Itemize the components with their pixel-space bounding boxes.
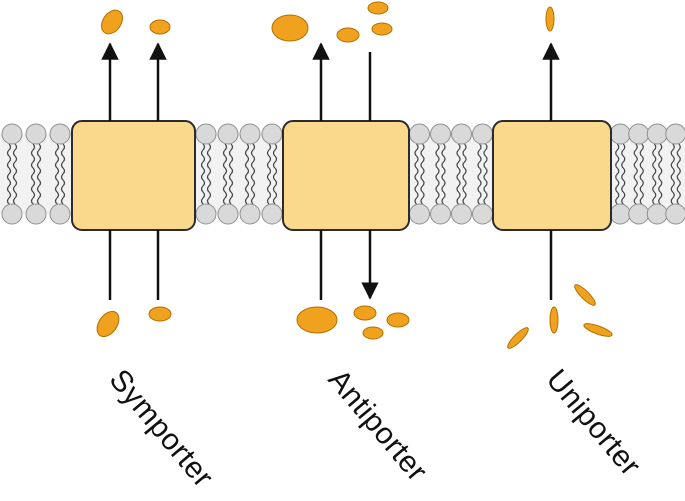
lipid-head-outer [451,123,472,145]
antiporter-solute-small-out-2 [367,1,389,15]
lipid-tail [615,143,620,205]
lipid-head-outer [239,123,261,145]
lipid-tail [12,143,18,205]
lipid-tail [462,143,467,205]
lipid-head-inner [430,203,451,225]
lipid-head-outer [609,123,631,145]
lipid-head-inner [261,203,283,225]
lipid-tail [60,143,66,205]
antiporter-protein [282,120,410,231]
lipid-head-outer [49,123,71,145]
lipid-head-inner [195,203,217,225]
symporter-solute-b-in [148,306,172,322]
lipid-tail [658,143,663,205]
antiporter-solute-big-out [271,14,309,42]
lipid-tail [272,143,278,205]
uniporter-label: Uniporter [540,363,647,482]
uniporter-protein [492,120,612,231]
lipid-head-outer [665,123,685,145]
antiporter-label: Antiporter [322,363,434,488]
lipid-head-outer [628,123,650,145]
arrows [101,42,560,300]
lipid-tail [639,143,644,205]
lipid-tail [30,143,36,205]
lipid-head-inner [25,203,47,225]
lipid-tail [414,143,419,205]
lipid-tail [633,143,638,205]
lipid-tail [206,143,212,205]
symporter-solute-a-out [101,9,123,35]
lipid-tails [6,143,681,205]
antiporter-solute-small-in-2 [362,326,384,340]
lipid-head-inner [239,203,261,225]
lipid-head-outer [1,123,23,145]
lipid-head-outer [430,123,451,145]
antiporter-solute-small-out-1 [336,27,360,43]
lipid-tail [441,143,446,205]
uniporter-solute-in-1 [549,306,559,334]
lipid-tail [244,143,250,205]
lipid-head-inner [665,203,685,225]
lipid-head-inner [451,203,472,225]
symporter-label: Symporter [103,363,220,494]
lipid-heads [1,123,685,225]
lipid-tail [477,143,482,205]
lipid-tail [200,143,206,205]
symporter-solute-a-in [96,310,120,338]
lipid-tail [36,143,42,205]
lipid-head-inner [409,203,430,225]
lipid-tail [54,143,60,205]
lipid-head-inner [49,203,71,225]
lipid-head-inner [628,203,650,225]
antiporter-solute-small-in-3 [386,312,410,328]
lipid-head-outer [25,123,47,145]
lipid-head-inner [646,203,668,225]
lipid-tail [456,143,461,205]
lipid-tail [483,143,488,205]
lipid-tail [266,143,272,205]
lipid-head-outer [217,123,239,145]
lipid-head-inner [1,203,23,225]
lipid-tail [222,143,228,205]
lipid-tail [621,143,626,205]
lipid-tail [676,143,681,205]
antiporter-solute-small-out-3 [371,22,393,36]
lipid-head-outer [261,123,283,145]
lipid-head-outer [472,123,493,145]
lipid-head-inner [609,203,631,225]
lipid-head-outer [409,123,430,145]
antiporter-solute-big-in [296,306,338,334]
lipid-tail [228,143,234,205]
symporter-protein [71,120,196,231]
uniporter-solute-in-3 [574,284,596,306]
lipid-head-outer [195,123,217,145]
lipid-head-inner [472,203,493,225]
lipid-tail [420,143,425,205]
lipid-tail [6,143,12,205]
lipid-tail [670,143,675,205]
lipid-tail [250,143,256,205]
antiporter-solute-small-in-1 [353,305,377,321]
lipid-head-inner [217,203,239,225]
lipid-tail [652,143,657,205]
uniporter-solute-in-2 [507,327,529,349]
solutes [96,1,613,349]
lipid-tail [435,143,440,205]
uniporter-solute-in-4 [583,323,613,337]
uniporter-solute-out [545,6,555,32]
symporter-solute-b-out [149,19,171,35]
lipid-head-outer [646,123,668,145]
